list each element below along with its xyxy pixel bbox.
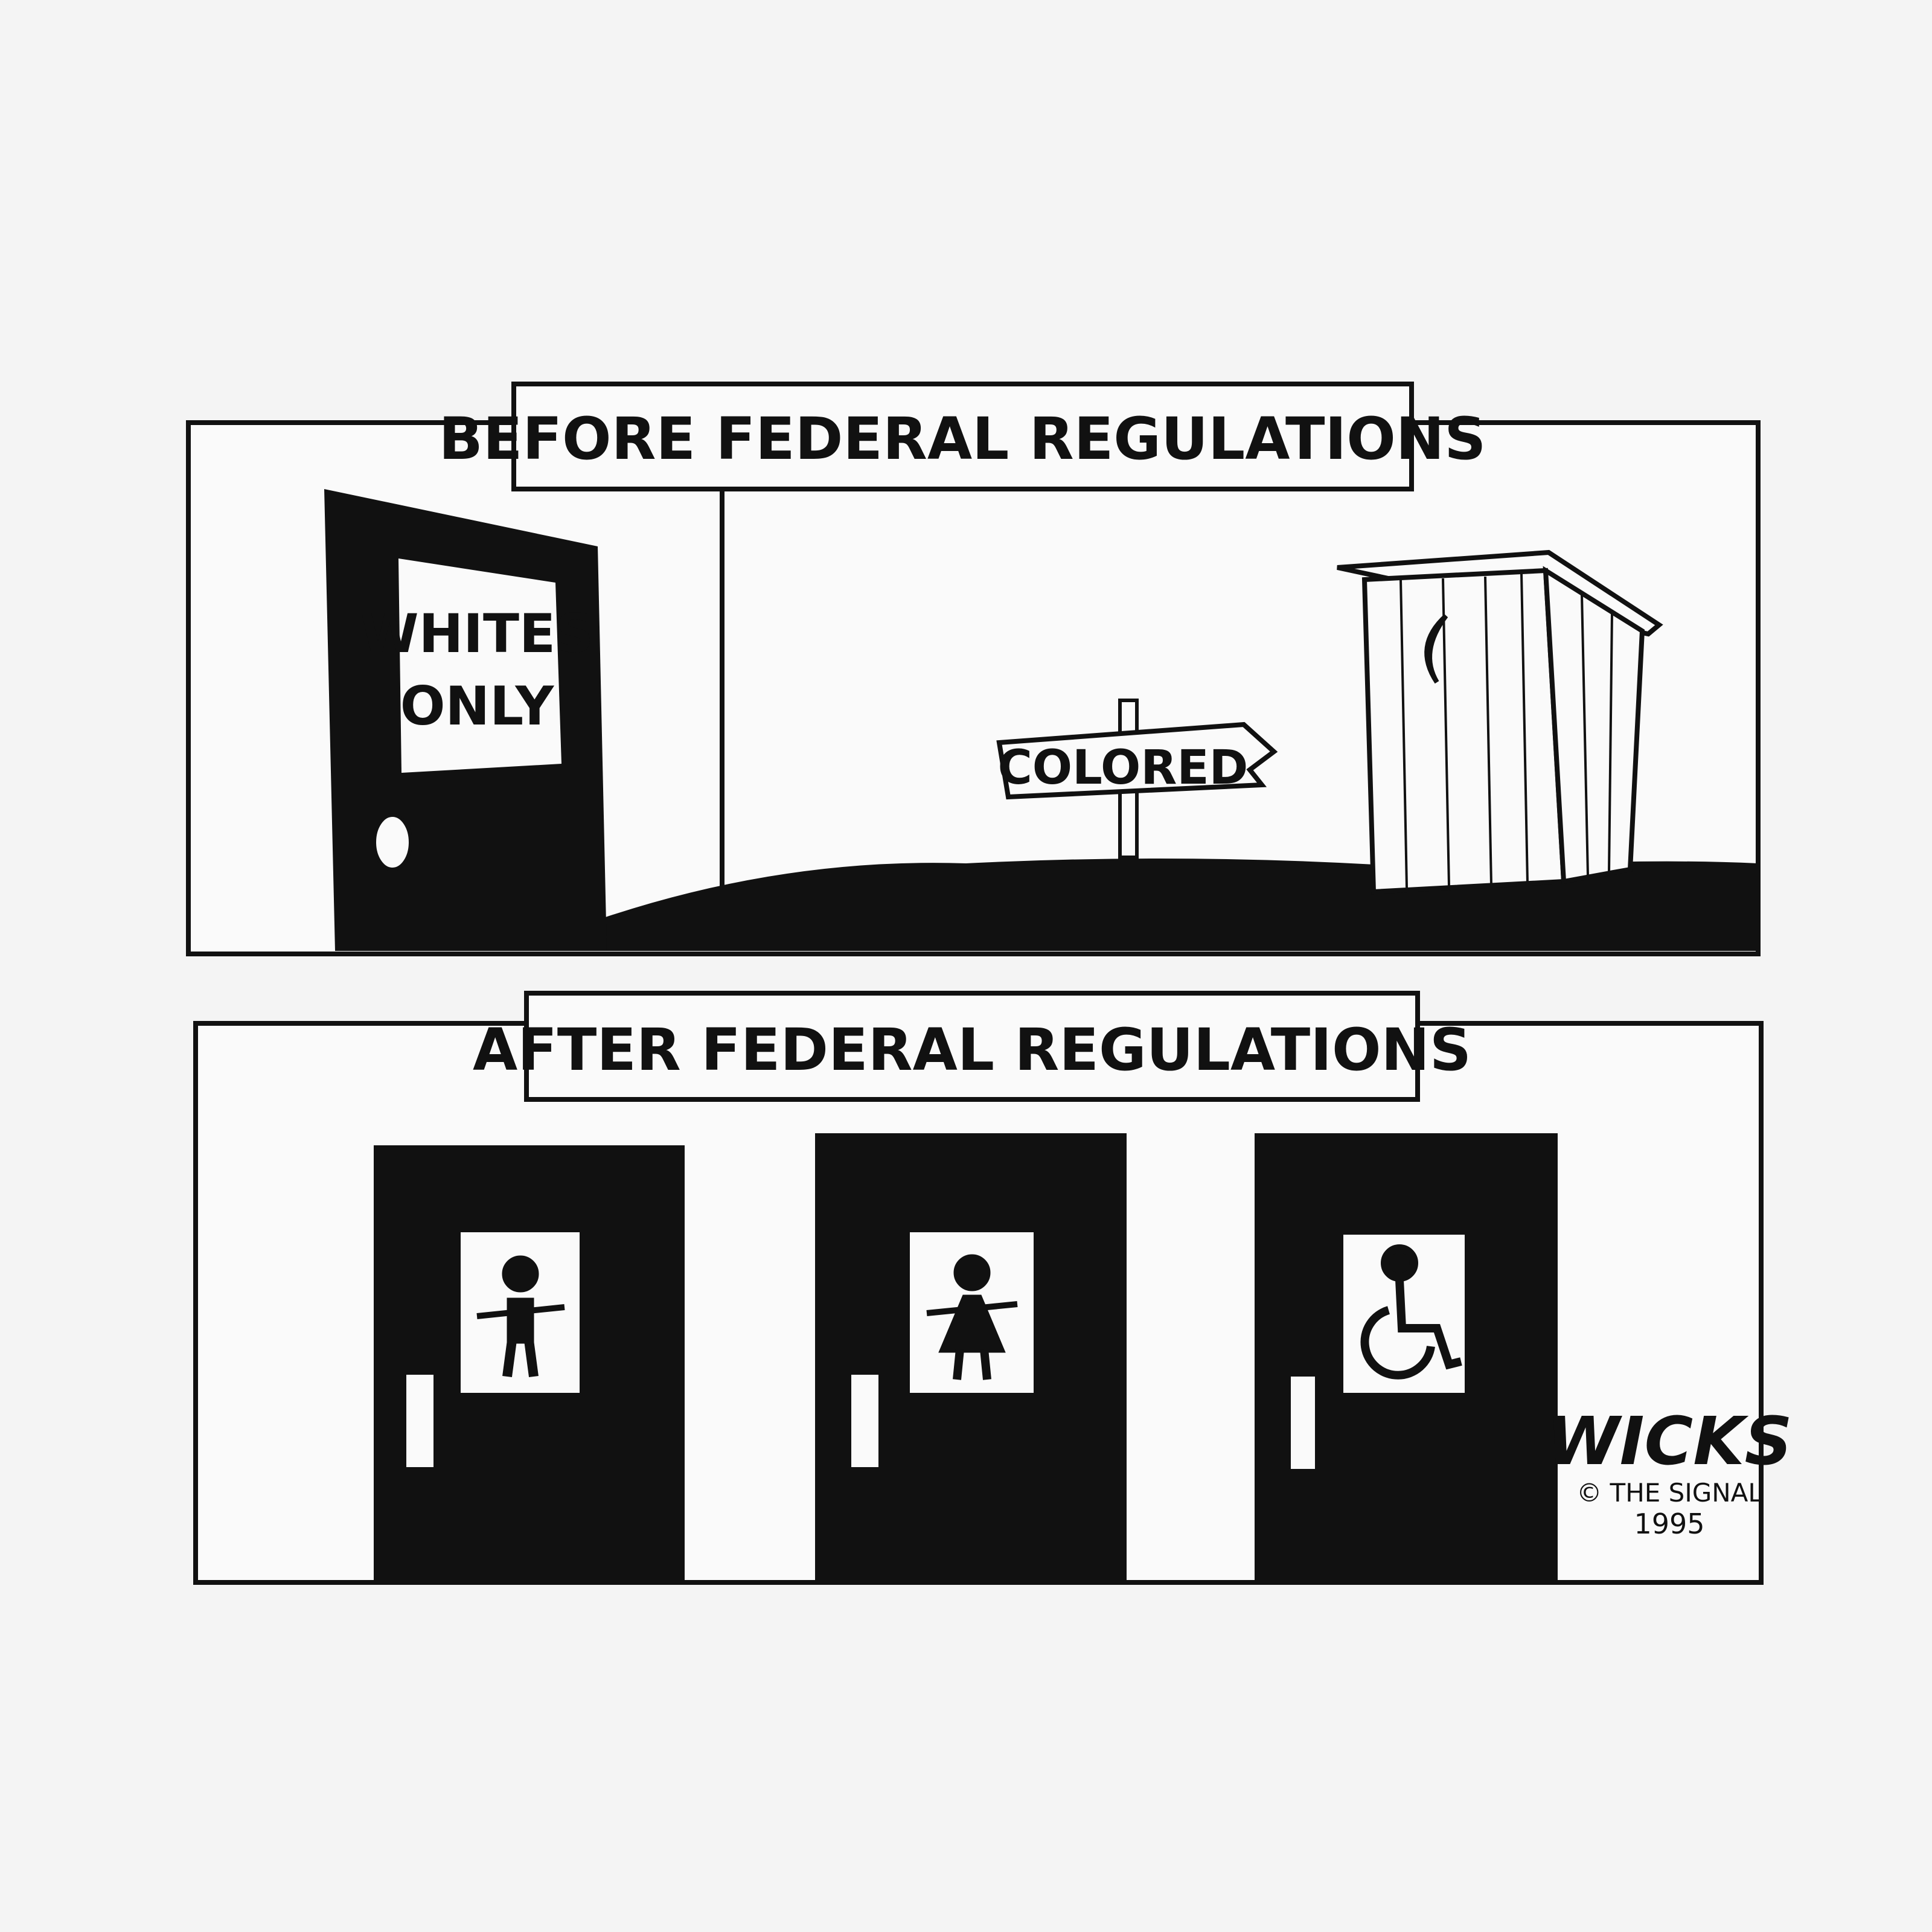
door-handle [1291, 1377, 1315, 1469]
womens-door [815, 1133, 1127, 1580]
top-panel: WHITES ONLY COLORED BEFORE FEDERAL REGUL… [186, 382, 1761, 956]
door-sign-line2: ONLY [400, 675, 555, 737]
signature: WICKS [1546, 1403, 1792, 1480]
top-panel-title: BEFORE FEDERAL REGULATIONS [439, 405, 1486, 473]
door-handle [851, 1375, 878, 1467]
accessible-door [1255, 1133, 1558, 1580]
mens-door [374, 1145, 685, 1580]
colored-sign: COLORED [996, 699, 1278, 859]
doorknob [373, 813, 412, 871]
bottom-panel: AFTER FEDERAL REGULATIONS WICKS © THE SI… [193, 991, 1793, 1585]
year: 1995 [1634, 1508, 1704, 1540]
moon-icon [1424, 614, 1448, 684]
door-sign-line1: WHITES [360, 603, 594, 665]
bottom-panel-title: AFTER FEDERAL REGULATIONS [473, 1016, 1471, 1084]
man-icon [476, 1255, 565, 1378]
colored-sign-text: COLORED [998, 741, 1249, 795]
copyright: © THE SIGNAL [1576, 1478, 1762, 1508]
outhouse [1337, 549, 1663, 895]
whites-only-door: WHITES ONLY [324, 489, 607, 951]
woman-icon [926, 1254, 1018, 1380]
door-handle [406, 1375, 433, 1467]
wheelchair-icon [1360, 1244, 1462, 1380]
